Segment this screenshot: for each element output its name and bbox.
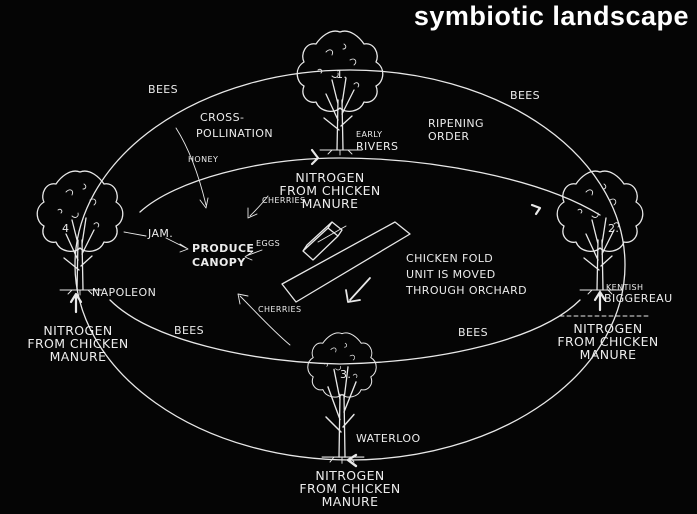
chicken-fold-line2: UNIT IS MOVED (406, 268, 496, 281)
jam-arrow (123, 231, 189, 253)
tree-2-name-line2: BIGGEREAU (604, 292, 673, 305)
svg-text:NITROGEN: NITROGEN (43, 323, 112, 338)
svg-text:FROM CHICKEN: FROM CHICKEN (557, 334, 658, 349)
nitrogen-label-right: NITROGEN FROM CHICKEN MANURE (557, 321, 658, 362)
cherries-arrow-bottom (237, 293, 291, 346)
honey-arrow (175, 127, 209, 209)
tree-4-number: 4 (62, 222, 69, 235)
chicken-fold-line3: THROUGH ORCHARD (405, 284, 527, 297)
chicken-fold-arrow (345, 277, 371, 303)
cross-pollination-line1: CROSS- (200, 111, 244, 124)
bees-label-top-right: BEES (510, 89, 540, 102)
honey-label: HONEY (188, 155, 218, 164)
tree-4-name: NAPOLEON (92, 286, 156, 299)
produce-canopy-line1: PRODUCE (192, 242, 254, 255)
tree-1-name-line1: EARLY (356, 130, 382, 139)
nitrogen-label-bottom: NITROGEN FROM CHICKEN MANURE (299, 468, 400, 509)
eggs-label: EGGS (256, 239, 280, 248)
ripening-arrow-1 (310, 148, 320, 166)
cross-pollination-line2: POLLINATION (196, 127, 273, 140)
nitrogen-arrow-4 (69, 292, 83, 314)
svg-text:MANURE: MANURE (302, 196, 359, 211)
svg-text:FROM CHICKEN: FROM CHICKEN (27, 336, 128, 351)
nitrogen-label-left: NITROGEN FROM CHICKEN MANURE (27, 323, 128, 364)
tree-4 (36, 170, 124, 296)
ripening-order-line2: ORDER (428, 130, 469, 143)
tree-2-number: 2. (608, 222, 619, 235)
tree-2 (556, 170, 644, 296)
inner-ring-top (139, 157, 601, 216)
svg-text:FROM CHICKEN: FROM CHICKEN (279, 183, 380, 198)
cherries-label-bottom: CHERRIES (258, 305, 301, 314)
chicken-fold-line1: CHICKEN FOLD (406, 252, 493, 265)
eggs-arrow (244, 249, 263, 261)
inner-ring-bottom (109, 299, 581, 365)
svg-text:NITROGEN: NITROGEN (315, 468, 384, 483)
bees-label-top-left: BEES (148, 83, 178, 96)
diagram-title: symbiotic landscape (413, 1, 689, 31)
nitrogen-label-top: NITROGEN FROM CHICKEN MANURE (279, 170, 380, 211)
ripening-order-line1: RIPENING (428, 117, 484, 130)
produce-canopy-line2: CANOPY (192, 256, 246, 269)
cherries-label-top: CHERRIES (262, 196, 305, 205)
tree-3-name: WATERLOO (356, 432, 421, 445)
tree-3-number: 3. (340, 368, 351, 381)
tree-1-name-line2: RIVERS (356, 140, 398, 153)
svg-text:NITROGEN: NITROGEN (573, 321, 642, 336)
tree-2-name-line1: KENTISH (606, 283, 643, 292)
cherries-arrow-top (247, 195, 269, 219)
svg-text:FROM CHICKEN: FROM CHICKEN (299, 481, 400, 496)
ripening-arrow-2 (530, 203, 542, 216)
outer-orchard-ring (74, 69, 626, 461)
chicken-fold-unit (302, 221, 347, 261)
jam-label: JAM. (147, 227, 173, 240)
tree-1-number: 1. (336, 68, 347, 81)
svg-text:MANURE: MANURE (50, 349, 107, 364)
svg-text:NITROGEN: NITROGEN (295, 170, 364, 185)
chicken-fold-path (281, 221, 411, 303)
svg-text:MANURE: MANURE (322, 494, 379, 509)
svg-text:MANURE: MANURE (580, 347, 637, 362)
bees-label-bottom-left: BEES (174, 324, 204, 337)
bees-label-bottom-right: BEES (458, 326, 488, 339)
